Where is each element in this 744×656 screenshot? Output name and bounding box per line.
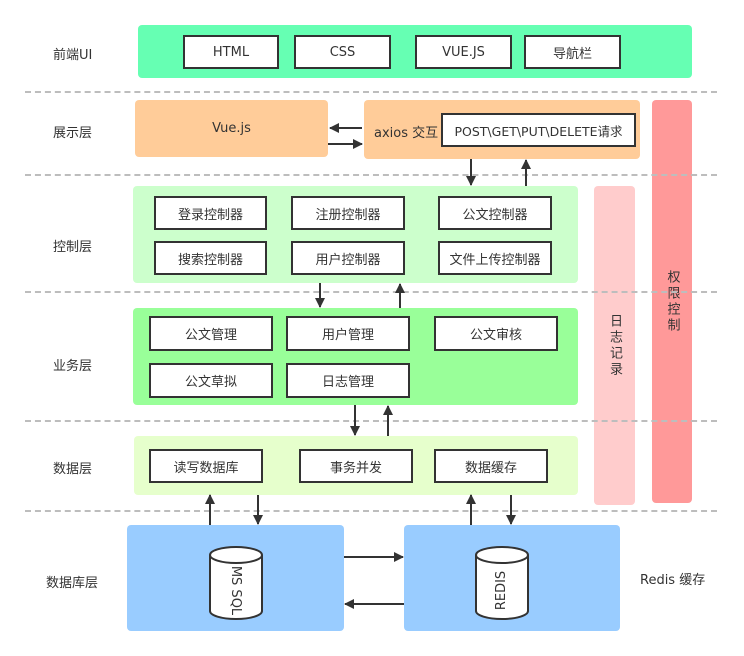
document-management: 公文管理 [149,316,273,351]
layer-divider [25,91,717,93]
vue-panel: Vue.js [135,100,328,157]
layer-divider [25,420,717,422]
user-management: 用户管理 [286,316,410,351]
redis-label: REDIS [494,570,510,610]
db-read-write: 读写数据库 [149,449,263,483]
frontend-navbar: 导航栏 [524,35,621,69]
mssql-cylinder-icon: MS SQL [208,545,264,621]
frontend-css: CSS [294,35,391,69]
log-management: 日志管理 [286,363,410,398]
layer-label-business: 业务层 [53,359,93,374]
document-drafting: 公文草拟 [149,363,273,398]
frontend-vuejs: VUE.JS [415,35,512,69]
permission-bar: 权限控制 [652,100,692,503]
login-controller: 登录控制器 [154,196,267,230]
permission-label: 权限控制 [664,269,680,334]
redis-cache-label: Redis 缓存 [640,573,706,588]
axios-label: axios 交互 [374,126,439,141]
vue-label: Vue.js [212,121,251,136]
frontend-html: HTML [183,35,279,69]
search-controller: 搜索控制器 [154,241,267,275]
logging-label: 日志记录 [607,313,622,378]
layer-label-control: 控制层 [53,240,93,255]
layer-label-frontend: 前端UI [53,48,93,63]
layer-label-presentation: 展示层 [53,126,93,141]
transaction-concurrency: 事务并发 [299,449,413,483]
data-cache: 数据缓存 [434,449,548,483]
layer-divider [25,174,717,176]
upload-controller: 文件上传控制器 [438,241,552,275]
layer-divider [25,510,717,512]
logging-bar: 日志记录 [594,186,635,505]
layer-label-database: 数据库层 [46,576,99,591]
mssql-label: MS SQL [228,565,244,615]
user-controller: 用户控制器 [291,241,405,275]
layer-divider [25,291,717,293]
document-controller: 公文控制器 [438,196,552,230]
document-review: 公文审核 [434,316,558,351]
http-requests: POST\GET\PUT\DELETE请求 [441,113,636,147]
redis-cylinder-icon: REDIS [474,545,530,621]
layer-label-data: 数据层 [53,462,93,477]
register-controller: 注册控制器 [291,196,405,230]
